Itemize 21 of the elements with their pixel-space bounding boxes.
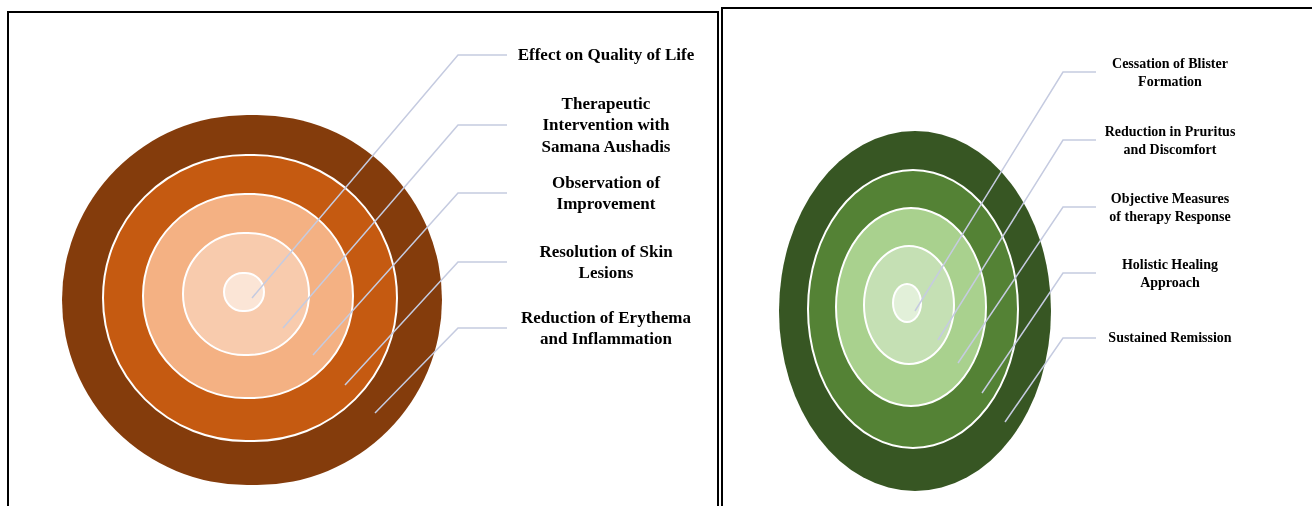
leader-line xyxy=(957,206,1097,364)
leader-line xyxy=(251,54,508,299)
leader-line xyxy=(914,71,1097,312)
leader-line xyxy=(282,124,508,329)
label-text: Objective Measures of therapy Response xyxy=(1104,189,1236,225)
label-text: Effect on Quality of Life xyxy=(515,44,697,66)
label-text: Cessation of Blister Formation xyxy=(1104,54,1236,90)
label-text: Reduction of Erythema and Inflammation xyxy=(515,306,697,350)
leader-line xyxy=(1004,337,1097,423)
label-text: Resolution of Skin Lesions xyxy=(515,240,697,284)
leader-line xyxy=(981,272,1097,394)
leader-line xyxy=(312,192,508,356)
leader-line xyxy=(937,139,1097,341)
label-text: Holistic Healing Approach xyxy=(1104,255,1236,291)
label-text: Therapeutic Intervention with Samana Aushadis xyxy=(515,93,697,157)
label-text: Observation of Improvement xyxy=(515,171,697,215)
leader-line xyxy=(374,327,508,414)
center-ellipse xyxy=(892,283,922,323)
leader-line xyxy=(344,261,508,386)
label-text: Sustained Remission xyxy=(1104,329,1236,347)
label-text: Reduction in Pruritus and Discomfort xyxy=(1104,122,1236,158)
